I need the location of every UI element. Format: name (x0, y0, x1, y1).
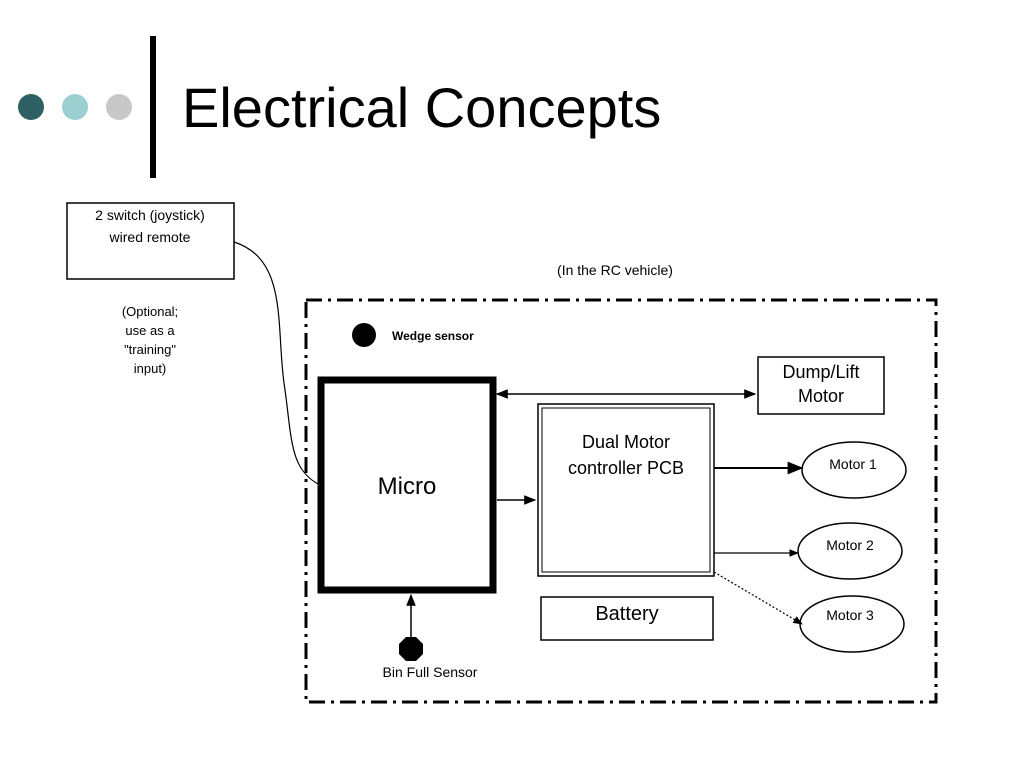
bin-sensor-dot (399, 637, 423, 661)
motor2-ellipse (797, 522, 903, 580)
controller-label-line1: Dual Motor (582, 432, 670, 452)
dump-lift-label-line1: Dump/Lift (782, 362, 859, 382)
motor2-label: Motor 2 (826, 537, 874, 553)
remote-label-line2: wired remote (109, 229, 191, 245)
motor1-label: Motor 1 (829, 456, 877, 472)
remote-label-line1: 2 switch (joystick) (95, 207, 205, 223)
wedge-sensor-label: Wedge sensor (392, 329, 474, 343)
dump-lift-label-line2: Motor (798, 386, 844, 406)
title-divider (150, 36, 156, 178)
optional-note-line2: use as a (125, 323, 175, 338)
motor3-arrow (713, 571, 803, 625)
optional-note-line1: (Optional; (122, 304, 178, 319)
remote-box (66, 202, 235, 280)
motor3-ellipse (799, 595, 905, 653)
wedge-sensor-dot (352, 323, 376, 347)
bin-sensor-label: Bin Full Sensor (383, 664, 478, 680)
remote-wire (233, 241, 321, 486)
battery-label: Battery (595, 603, 658, 625)
controller-box-outer (537, 403, 715, 577)
micro-box (317, 376, 497, 594)
battery-box (540, 596, 714, 641)
optional-note-line3: "training" (124, 342, 176, 357)
bullet-dot-2 (62, 94, 88, 120)
bullet-dot-3 (106, 94, 132, 120)
optional-note-line4: input) (134, 361, 167, 376)
slide-title: Electrical Concepts (182, 76, 662, 139)
vehicle-boundary (304, 298, 938, 704)
vehicle-label: (In the RC vehicle) (557, 262, 673, 278)
motor3-label: Motor 3 (826, 607, 874, 623)
bullet-dot-1 (18, 94, 44, 120)
micro-label: Micro (378, 473, 437, 500)
dump-lift-box (757, 356, 885, 415)
controller-box-inner (541, 407, 711, 573)
controller-label-line2: controller PCB (568, 458, 684, 478)
motor1-ellipse (801, 441, 907, 499)
